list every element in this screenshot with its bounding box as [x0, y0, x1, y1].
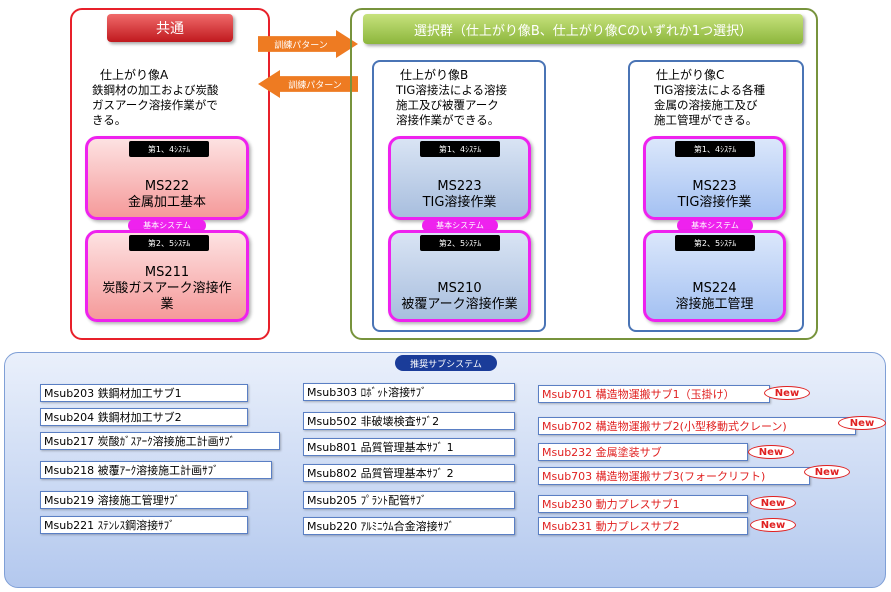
common-group: [70, 8, 270, 340]
basic-system-tag: 基本システム: [422, 219, 498, 232]
common-header: 共通: [107, 14, 233, 42]
subsystem-item[interactable]: Msub701 構造物運搬サブ1（玉掛け）: [538, 385, 770, 403]
new-badge: New: [764, 386, 810, 400]
subsystem-item[interactable]: Msub203 鉄鋼材加工サブ1: [40, 384, 248, 402]
module-ms210[interactable]: MS210 被覆アーク溶接作業: [388, 230, 531, 322]
new-badge: New: [748, 445, 794, 459]
system-tag: 第2、5ｼｽﾃﾑ: [675, 235, 755, 251]
new-badge: New: [750, 518, 796, 532]
subsystem-item[interactable]: Msub702 構造物運搬サブ2(小型移動式クレーン): [538, 417, 856, 435]
subsystem-item[interactable]: Msub303 ﾛﾎﾞｯﾄ溶接ｻﾌﾞ: [303, 383, 515, 401]
subsystem-item[interactable]: Msub221 ｽﾃﾝﾚｽ鋼溶接ｻﾌﾞ: [40, 516, 248, 534]
path-b-desc: TIG溶接法による溶接 施工及び被覆アーク 溶接作業ができる。: [396, 83, 507, 127]
path-a-desc: 鉄鋼材の加工および炭酸 ガスアーク溶接作業がで きる。: [92, 83, 219, 127]
select-group: [350, 8, 818, 340]
path-b-box: [372, 60, 546, 332]
subsystem-item[interactable]: Msub231 動力プレスサブ2: [538, 517, 748, 535]
system-tag: 第2、5ｼｽﾃﾑ: [129, 235, 209, 251]
path-c-desc: TIG溶接法による各種 金属の溶接施工及び 施工管理ができる。: [654, 83, 765, 127]
path-c-box: [628, 60, 804, 332]
subsystem-item[interactable]: Msub802 品質管理基本ｻﾌﾞ 2: [303, 464, 515, 482]
new-badge: New: [750, 496, 796, 510]
subsystem-item[interactable]: Msub218 被覆ｱｰｸ溶接施工計画ｻﾌﾞ: [40, 461, 272, 479]
select-header: 選択群（仕上がり像B、仕上がり像Cのいずれか1つ選択）: [363, 14, 803, 44]
subsystem-item[interactable]: Msub217 炭酸ｶﾞｽｱｰｸ溶接施工計画ｻﾌﾞ: [40, 432, 280, 450]
subsystem-item[interactable]: Msub703 構造物運搬サブ3(フォークリフト): [538, 467, 810, 485]
arrow-right-icon: 訓練パターン: [258, 30, 358, 58]
subsystem-item[interactable]: Msub230 動力プレスサブ1: [538, 495, 748, 513]
subsystem-item[interactable]: Msub502 非破壊検査ｻﾌﾞ2: [303, 412, 515, 430]
subsystem-item[interactable]: Msub204 鉄鋼材加工サブ2: [40, 408, 248, 426]
system-tag: 第2、5ｼｽﾃﾑ: [420, 235, 500, 251]
new-badge: New: [838, 416, 886, 430]
path-b-title: 仕上がり像B: [400, 68, 469, 82]
path-a-title: 仕上がり像A: [100, 68, 169, 82]
path-c-title: 仕上がり像C: [656, 68, 725, 82]
subsystem-item[interactable]: Msub219 溶接施工管理ｻﾌﾞ: [40, 491, 248, 509]
subsystem-title: 推奨サブシステム: [395, 355, 497, 371]
system-tag: 第1、4ｼｽﾃﾑ: [675, 141, 755, 157]
system-tag: 第1、4ｼｽﾃﾑ: [420, 141, 500, 157]
system-tag: 第1、4ｼｽﾃﾑ: [129, 141, 209, 157]
arrow-left-icon: 訓練パターン: [258, 70, 358, 98]
subsystem-item[interactable]: Msub220 ｱﾙﾐﾆｳﾑ合金溶接ｻﾌﾞ: [303, 517, 515, 535]
basic-system-tag: 基本システム: [677, 219, 753, 232]
subsystem-item[interactable]: Msub205 ﾌﾟﾗﾝﾄ配管ｻﾌﾞ: [303, 491, 515, 509]
subsystem-item[interactable]: Msub801 品質管理基本ｻﾌﾞ 1: [303, 438, 515, 456]
new-badge: New: [804, 465, 850, 479]
basic-system-tag: 基本システム: [128, 219, 206, 232]
subsystem-item[interactable]: Msub232 金属塗装サブ: [538, 443, 748, 461]
